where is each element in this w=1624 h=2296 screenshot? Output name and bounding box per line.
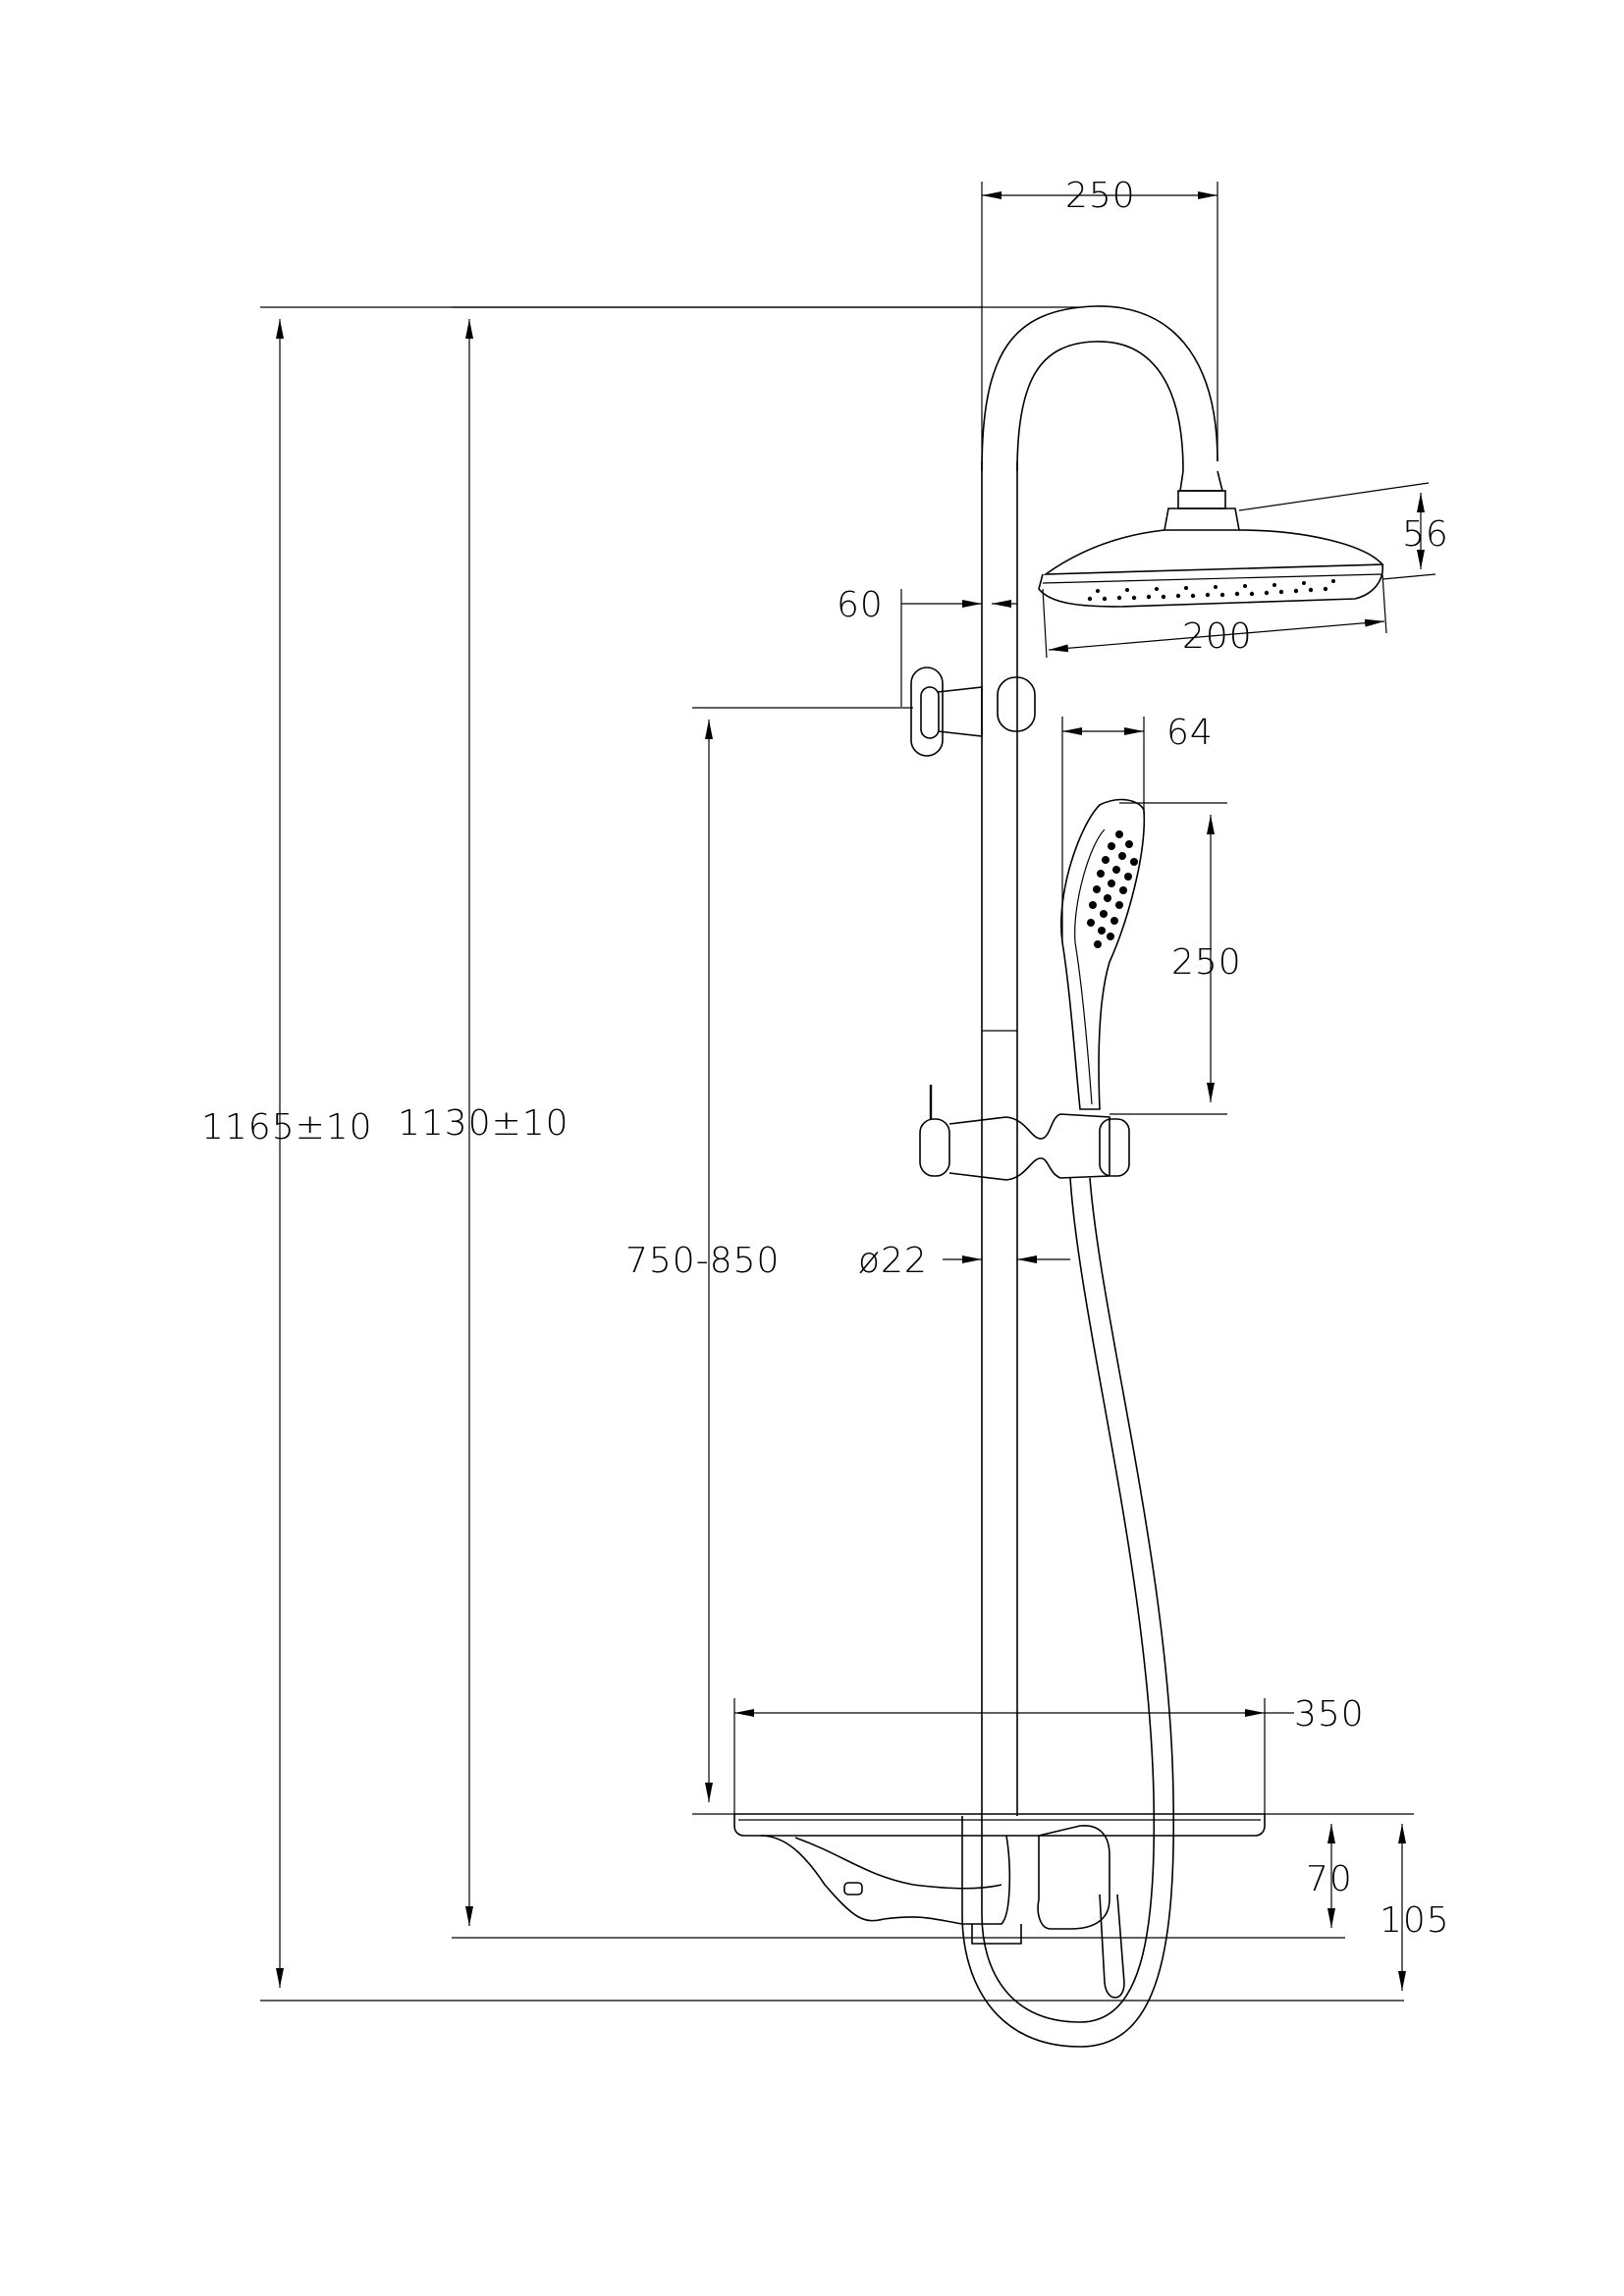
hand-shower-icon [1060,798,1146,1110]
label-head-height: 1130±10 [398,1103,569,1144]
shower-column [981,305,1218,1816]
dimension-hand-length [1110,802,1227,1115]
label-head-diameter: 200 [1182,616,1253,657]
label-shelf-width: 350 [1294,1694,1365,1735]
label-shelf-height: 70 [1306,1859,1353,1899]
overhead-shower-head-icon [1038,470,1384,608]
dimension-head-diameter [1042,573,1387,659]
dimension-shelf-height [1265,1813,1414,1928]
label-overall-height: 1165±10 [201,1107,373,1148]
wall-bracket-icon [910,667,1036,757]
label-wall-offset: 60 [837,585,884,625]
hand-spray-nozzles [1087,830,1138,948]
dimension-wall-offset [900,589,1017,707]
dimension-shelf-width [733,1698,1294,1814]
dimension-arm-reach [981,182,1218,461]
label-mixer-height: 105 [1380,1900,1450,1941]
spray-nozzles [1087,579,1335,602]
dimension-bar-height [692,707,913,1815]
label-arm-reach: 250 [1065,176,1136,216]
label-bar-height: 750-850 [625,1241,780,1281]
dimension-hand-width [1061,717,1145,942]
label-hand-width: 64 [1166,713,1214,753]
slide-holder-icon [919,1085,1130,1181]
hose-icon [961,1177,1175,2048]
dimension-overall-height [260,306,1404,2002]
label-hand-length: 250 [1171,942,1242,983]
dimension-head-height [452,306,1345,1939]
dimension-head-thickness [1238,482,1436,580]
shelf-mixer-icon [733,1813,1266,1999]
label-pipe-diameter: ø22 [858,1241,928,1281]
label-head-thickness: 56 [1402,514,1449,555]
